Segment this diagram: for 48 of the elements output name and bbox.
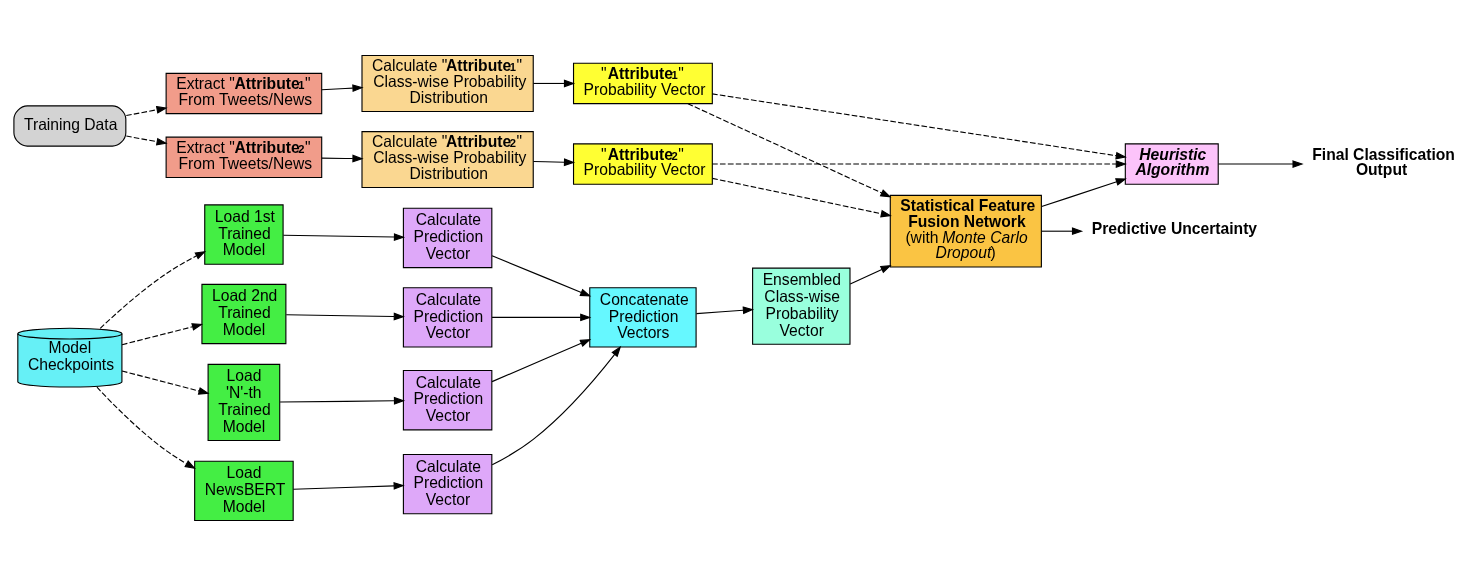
node-text: Predictive Uncertainty	[1091, 220, 1258, 238]
node-box: Calculate "Attribute1" Class-wise Probability Distribution	[361, 54, 534, 112]
arrow	[292, 482, 405, 490]
arrow	[711, 93, 1127, 160]
node-box: "Attribute2" Probability Vector	[572, 143, 713, 185]
arrow	[491, 339, 592, 383]
node-box: Load NewsBERT Model	[194, 460, 294, 522]
arrow	[532, 158, 576, 167]
arrow	[1041, 178, 1127, 208]
arrow	[695, 306, 755, 315]
arrow	[711, 160, 1127, 168]
node-box: "Attribute1" Probability Vector	[572, 62, 713, 105]
arrow	[491, 313, 592, 322]
arrow	[491, 255, 592, 297]
node-box: Training Data	[13, 105, 127, 147]
node-box: Calculate Prediction Vector	[402, 287, 493, 348]
arrow	[849, 264, 892, 285]
node-box: Load 2nd Trained Model	[201, 283, 287, 345]
arrow	[711, 177, 892, 218]
node-box: Statistical Feature Fusion Network (with Monte Carlo Dropout)	[889, 194, 1042, 268]
arrow	[99, 250, 207, 329]
arrow	[121, 323, 204, 346]
arrow	[321, 154, 364, 163]
node-text: Final Classification Output	[1312, 145, 1455, 179]
node-box: Heuristic Algorithm	[1124, 143, 1219, 185]
node-box: Ensembled Class-wise Probability Vector	[752, 267, 851, 345]
arrow	[285, 312, 405, 321]
arrow	[125, 135, 168, 146]
node-box: Calculate Prediction Vector	[402, 370, 493, 431]
arrow	[1217, 160, 1304, 168]
node-box: Extract "Attribute1" From Tweets/News	[165, 72, 323, 115]
arrow	[282, 233, 406, 241]
arrow	[279, 396, 406, 405]
node-box: Calculate Prediction Vector	[402, 207, 493, 269]
arrow	[491, 345, 622, 466]
arrow	[532, 79, 576, 88]
node-box: Calculate "Attribute2" Class-wise Probability Distribution	[361, 131, 534, 189]
node-box: Load 'N'-th Trained Model	[207, 363, 281, 442]
arrow	[1041, 227, 1084, 236]
node-box: Load 1st Trained Model	[204, 204, 284, 265]
arrow	[321, 84, 364, 93]
node-box: Concatenate Prediction Vectors	[589, 287, 697, 348]
arrow	[96, 386, 196, 470]
arrow	[121, 370, 210, 395]
node-box: Extract "Attribute2" From Tweets/News	[165, 136, 323, 179]
arrow	[125, 105, 168, 117]
node-box: Calculate Prediction Vector	[402, 453, 493, 515]
arrow	[687, 103, 892, 198]
